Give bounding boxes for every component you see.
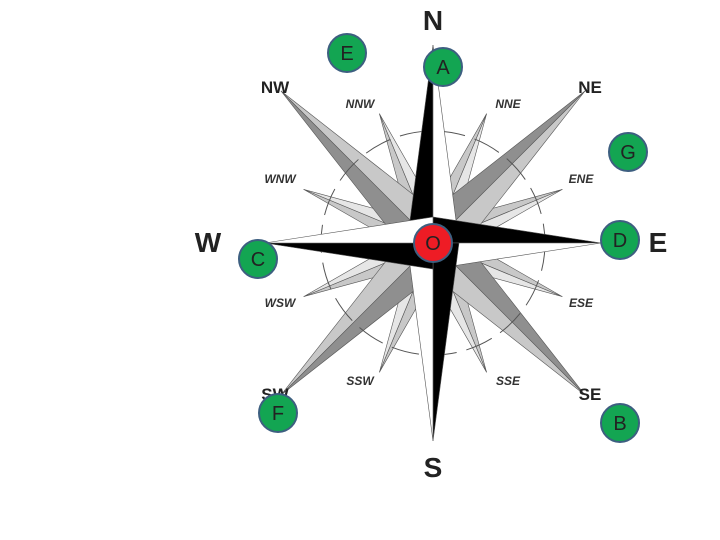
marker-c: C [238,239,278,279]
label-w: W [195,227,222,258]
cardinal-point-2-half-b [406,242,434,442]
label-ese: ESE [569,296,594,310]
marker-d: D [600,220,640,260]
marker-e-label: E [340,43,353,65]
label-ene: ENE [569,172,595,186]
marker-g-label: G [620,142,636,164]
cardinal-point-1-half-a [432,216,602,244]
marker-e: E [327,33,367,73]
marker-b: B [600,403,640,443]
cardinal-point-2-half-a [432,242,460,442]
marker-o-center: O [413,223,453,263]
marker-f-label: F [272,403,284,425]
marker-d-label: D [613,230,627,252]
label-se: SE [579,385,602,404]
marker-g: G [608,132,648,172]
marker-o-label: O [425,233,441,255]
label-ssw: SSW [346,374,375,388]
label-nnw: NNW [346,97,376,111]
label-s: S [424,452,443,483]
label-sse: SSE [496,374,521,388]
cardinal-points [264,44,602,442]
marker-a: A [423,47,463,87]
label-e: E [649,227,668,258]
marker-a-label: A [436,57,450,79]
label-nne: NNE [495,97,521,111]
label-ne: NE [578,78,602,97]
marker-b-label: B [613,413,626,435]
label-n: N [423,5,443,36]
label-nw: NW [261,78,290,97]
marker-c-label: C [251,249,265,271]
cardinal-point-3-half-b [264,216,434,244]
marker-f: F [258,393,298,433]
label-wsw: WSW [265,296,297,310]
cardinal-point-3-half-a [264,242,434,270]
label-wnw: WNW [264,172,297,186]
